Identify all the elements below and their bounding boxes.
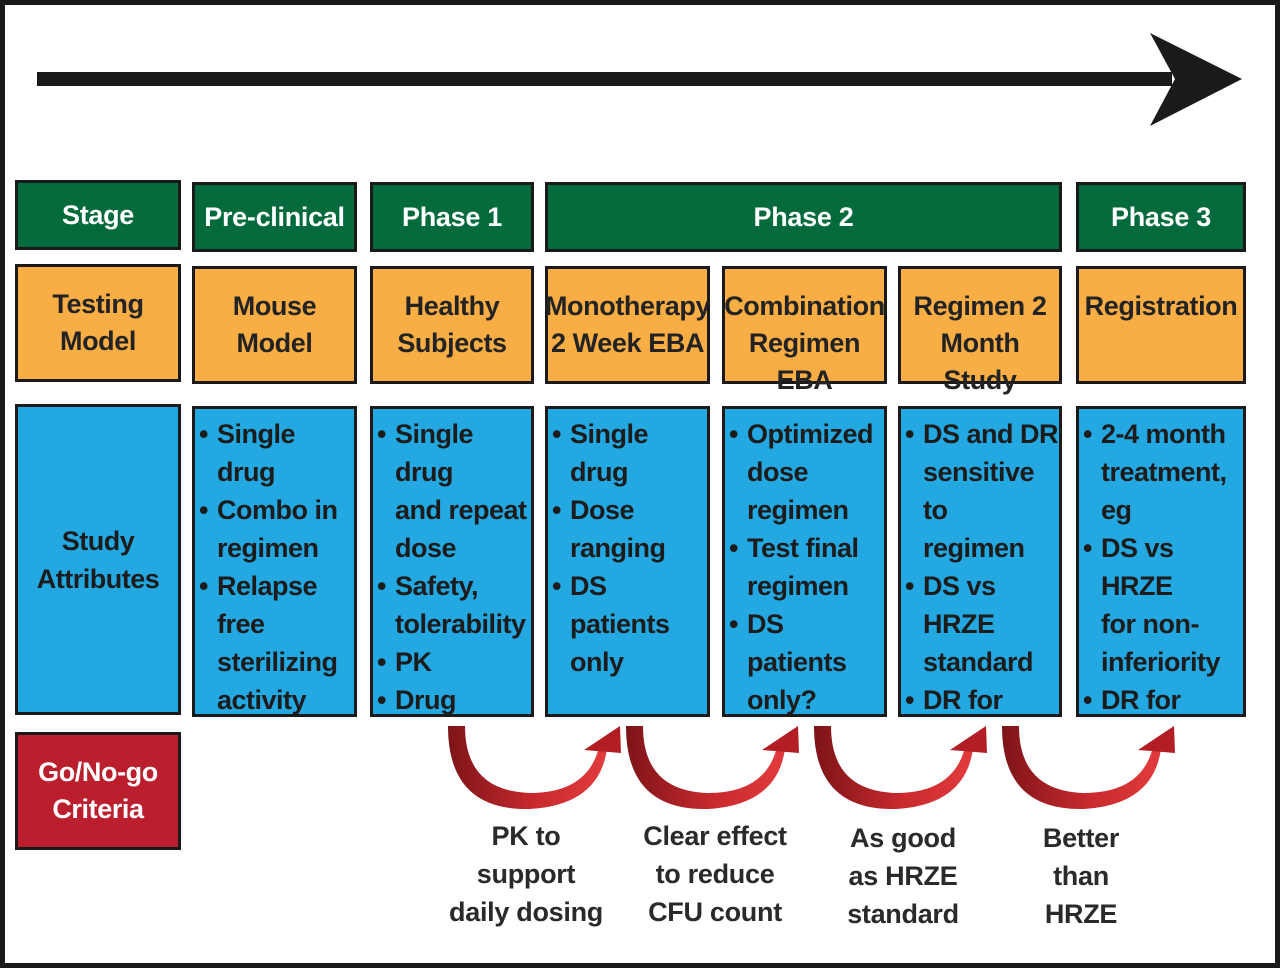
model-regimen-2-month: Regimen 2 Month Study	[898, 266, 1062, 395]
model-combination-eba-text: Combination Regimen EBA	[724, 291, 885, 395]
attributes-monotherapy-list: Single drugDose rangingDS patients only	[552, 415, 707, 681]
study-attributes-row-label: Study Attributes	[15, 404, 181, 715]
attribute-bullet: DS patients only?	[729, 605, 884, 714]
stage-phase-3: Phase 3	[1076, 182, 1246, 252]
attributes-preclinical-list: Single drugCombo in regimenRelapse free …	[199, 415, 354, 714]
attribute-bullet: Drug interactions	[377, 681, 531, 714]
model-mouse-text: Mouse Model	[232, 291, 317, 358]
stage-preclinical: Pre-clinical	[192, 182, 357, 252]
stage-phase-2: Phase 2	[545, 182, 1062, 252]
testing-model-label-text: Testing Model	[52, 289, 144, 356]
model-healthy-subjects-text: Healthy Subjects	[397, 291, 507, 358]
attributes-regimen-2-month: DS and DR sensitive to regimenDS vs HRZE…	[898, 406, 1062, 717]
model-regimen-2-month-text: Regimen 2 Month Study	[913, 291, 1047, 395]
attributes-regimen-2-month-list: DS and DR sensitive to regimenDS vs HRZE…	[905, 415, 1059, 714]
attributes-phase-1: Single drug and repeat doseSafety, toler…	[370, 406, 534, 717]
attribute-bullet: PK	[377, 643, 531, 681]
criteria-as-good-as-hrze: As good as HRZE standard	[847, 823, 959, 929]
stage-row-label: Stage	[15, 180, 181, 250]
stage-label-text: Stage	[61, 199, 135, 230]
attribute-bullet: Dose ranging	[552, 491, 707, 567]
attribute-bullet: Single drug	[552, 415, 707, 491]
attribute-bullet: Test final regimen	[729, 529, 884, 605]
attributes-monotherapy: Single drugDose rangingDS patients only	[545, 406, 710, 717]
attribute-bullet: DS and DR sensitive to regimen	[905, 415, 1059, 567]
attributes-combination-list: Optimized dose regimenTest final regimen…	[729, 415, 884, 714]
curved-arrow-icon	[448, 726, 621, 810]
criteria-pk-support: PK to support daily dosing	[449, 821, 603, 927]
attributes-combination: Optimized dose regimenTest final regimen…	[722, 406, 887, 717]
go-no-go-row-label: Go/No-go Criteria	[15, 732, 181, 850]
attributes-phase-1-list: Single drug and repeat doseSafety, toler…	[377, 415, 531, 714]
attribute-bullet: Single drug	[199, 415, 354, 491]
criteria-clear-effect: Clear effect to reduce CFU count	[643, 821, 787, 927]
attribute-bullet: DR for consistency	[905, 681, 1059, 714]
curved-arrow-icon	[1002, 726, 1175, 810]
attribute-bullet: DR for consistency	[1083, 681, 1243, 714]
attribute-bullet: DS vs HRZE for non- inferiority	[1083, 529, 1243, 681]
curved-arrow-icon	[814, 726, 987, 810]
attribute-bullet: Combo in regimen	[199, 491, 354, 567]
model-monotherapy-eba-text: Monotherapy 2 Week EBA	[544, 291, 711, 358]
stage-phase-3-text: Phase 3	[1111, 201, 1211, 232]
curved-arrow-icon	[626, 726, 799, 810]
model-registration: Registration	[1076, 266, 1246, 384]
attribute-bullet: DS vs HRZE standard	[905, 567, 1059, 681]
attribute-bullet: Single drug and repeat dose	[377, 415, 531, 567]
timeline-arrow-icon	[37, 33, 1242, 126]
stage-phase-2-text: Phase 2	[753, 201, 854, 232]
model-healthy-subjects: Healthy Subjects	[370, 266, 534, 384]
model-mouse: Mouse Model	[192, 266, 357, 384]
attribute-bullet: DS patients only	[552, 567, 707, 681]
attribute-bullet: 2-4 month treatment, eg	[1083, 415, 1243, 529]
stage-preclinical-text: Pre-clinical	[204, 201, 345, 232]
model-registration-text: Registration	[1084, 291, 1238, 321]
attributes-registration-list: 2-4 month treatment, egDS vs HRZE for no…	[1083, 415, 1243, 714]
attribute-bullet: Optimized dose regimen	[729, 415, 884, 529]
model-monotherapy-eba: Monotherapy 2 Week EBA	[545, 266, 710, 384]
attribute-bullet: Relapse free sterilizing activity	[199, 567, 354, 714]
attributes-preclinical: Single drugCombo in regimenRelapse free …	[192, 406, 357, 717]
criteria-better-than-hrze: Better than HRZE	[1042, 823, 1120, 929]
attributes-registration: 2-4 month treatment, egDS vs HRZE for no…	[1076, 406, 1246, 717]
attribute-bullet: Safety, tolerability	[377, 567, 531, 643]
stage-phase-1: Phase 1	[370, 182, 534, 252]
arrow-layer	[37, 33, 1242, 810]
go-no-go-label-text: Go/No-go Criteria	[38, 757, 158, 824]
model-combination-eba: Combination Regimen EBA	[722, 266, 887, 395]
stage-phase-1-text: Phase 1	[402, 201, 502, 232]
testing-model-row-label: Testing Model	[15, 264, 181, 382]
study-attributes-label-text: Study Attributes	[36, 525, 160, 594]
